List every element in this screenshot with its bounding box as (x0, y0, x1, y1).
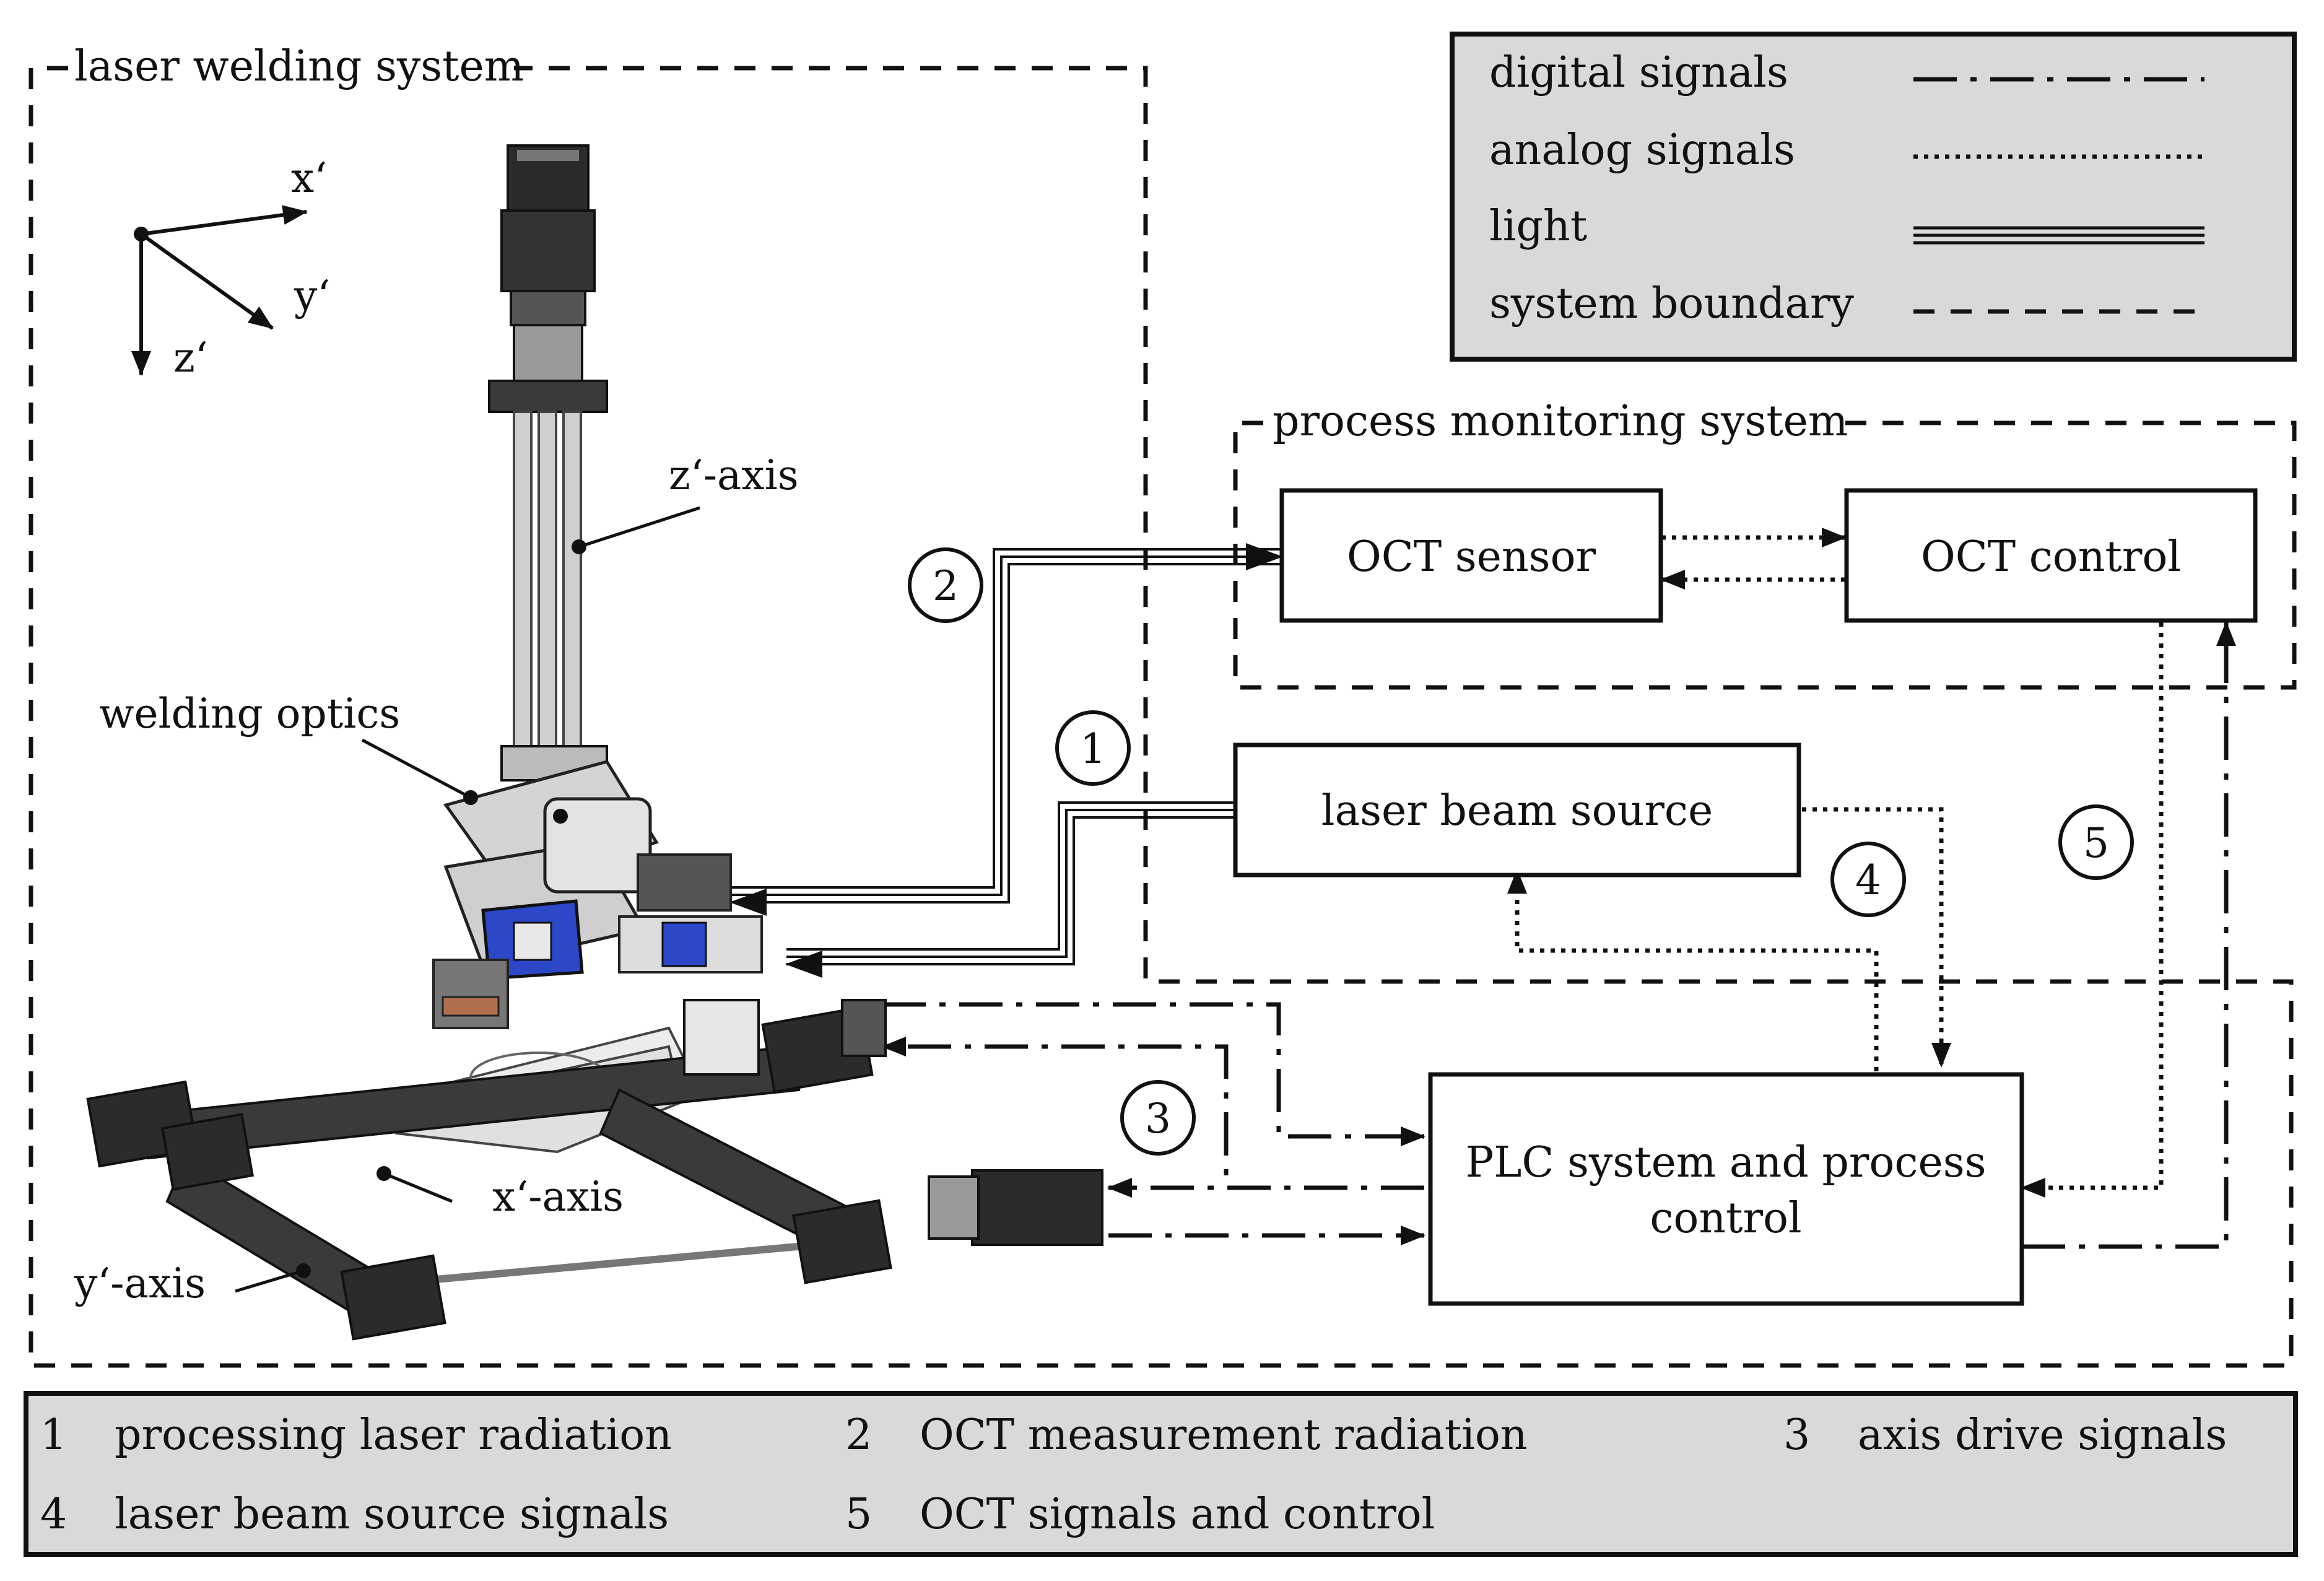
coordinate-axes (131, 205, 308, 376)
key-text-5: OCT signals and control (920, 1490, 1435, 1539)
circle-number-1: 1 (1055, 710, 1131, 786)
svg-text:3: 3 (1145, 1095, 1171, 1143)
plc-label-line1: PLC system and process (1465, 1138, 1986, 1187)
oct-sensor-label: OCT sensor (1347, 533, 1596, 581)
circle-number-5: 5 (2058, 804, 2134, 880)
z-axis-label: z‘-axis (669, 451, 799, 499)
welding-optics-icon (432, 760, 763, 1029)
laser-beam-source-block: laser beam source (1233, 743, 1801, 878)
process-monitoring-system-title: process monitoring system (1273, 397, 1848, 446)
leader-dots (296, 539, 586, 1278)
svg-text:1: 1 (1080, 725, 1106, 773)
laser-beam-source-label: laser beam source (1321, 786, 1713, 835)
axis-motor-icons (86, 999, 1103, 1341)
oct-control-block: OCT control (1844, 488, 2258, 623)
legend-swatch-light (1913, 226, 2204, 245)
welding-optics-label: welding optics (99, 690, 400, 738)
y-axis-label: y‘-axis (74, 1260, 206, 1307)
key-text-2: OCT measurement radiation (920, 1411, 1528, 1460)
legend: digital signals analog signals light sys… (1450, 32, 2297, 362)
svg-text:4: 4 (1855, 856, 1881, 904)
analog-oct-control-to-plc (2021, 622, 2164, 1198)
digital-plc-to-oct-control (2022, 621, 2236, 1249)
legend-box (1450, 32, 2297, 362)
circle-number-3: 3 (1120, 1080, 1196, 1156)
axis-label-x: x‘ (291, 154, 327, 202)
light-path-processing-laser (785, 801, 1235, 978)
axis-label-z: z‘ (173, 334, 208, 381)
plc-label-line2: control (1650, 1194, 1801, 1243)
legend-label-digital: digital signals (1489, 48, 1788, 97)
number-key: 1 processing laser radiation 2 OCT measu… (24, 1391, 2298, 1557)
key-text-3: axis drive signals (1858, 1411, 2227, 1460)
welding-machine-illustration (86, 144, 1103, 1341)
key-text-4: laser beam source signals (115, 1490, 669, 1539)
light-path-oct-measurement (729, 543, 1283, 916)
analog-plc-to-laser-source (1507, 869, 1879, 1071)
circle-number-2: 2 (908, 547, 983, 623)
plc-block: PLC system and process control (1428, 1072, 2024, 1306)
process-monitoring-system-boundary (1233, 420, 2297, 690)
key-num-5: 5 (845, 1490, 872, 1539)
z-motor-icon (488, 144, 608, 413)
laser-welding-system-title: laser welding system (74, 42, 524, 91)
key-num-2: 2 (845, 1411, 872, 1460)
oct-sensor-block: OCT sensor (1279, 488, 1663, 623)
svg-text:2: 2 (933, 562, 959, 610)
machine-leaders (235, 506, 700, 1293)
digital-axis-drive-signals (881, 1002, 1425, 1245)
circle-number-4: 4 (1830, 842, 1906, 917)
axis-label-y: y‘ (294, 272, 330, 320)
x-axis-rails (141, 1045, 850, 1253)
laser-welding-system-boundary (28, 66, 2294, 1368)
analog-laser-source-to-plc (1802, 807, 1951, 1068)
x-axis-label: x‘-axis (492, 1173, 624, 1221)
legend-label-analog: analog signals (1489, 126, 1795, 175)
key-num-3: 3 (1783, 1411, 1810, 1460)
svg-text:5: 5 (2083, 819, 2109, 867)
z-axis-rails (513, 411, 582, 760)
legend-label-boundary: system boundary (1489, 279, 1855, 328)
key-num-4: 4 (40, 1490, 67, 1539)
oct-control-label: OCT control (1921, 533, 2181, 581)
key-text-1: processing laser radiation (115, 1411, 672, 1460)
key-num-1: 1 (40, 1411, 67, 1460)
legend-label-light: light (1489, 202, 1587, 251)
